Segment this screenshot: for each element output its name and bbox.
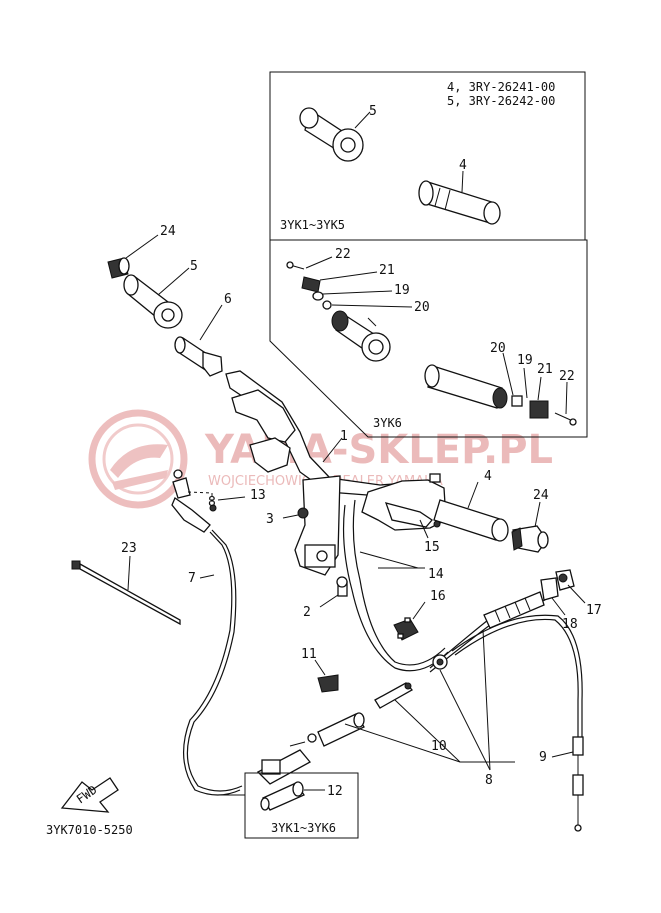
grip-4-3yk6	[424, 364, 508, 409]
callout-5-inset: 5	[369, 104, 377, 119]
callout-3: 3	[266, 512, 274, 527]
throttle-grip-6	[174, 336, 223, 377]
spring-19-a	[312, 291, 324, 301]
callout-20-b: 20	[490, 341, 506, 356]
callout-18: 18	[562, 617, 578, 632]
callout-4-main: 4	[484, 469, 492, 484]
callout-10: 10	[431, 739, 447, 754]
handlebar-1	[225, 370, 432, 576]
callout-15: 15	[424, 540, 440, 555]
inset-3yk1-3yk6: 3YK1~3YK6 12	[219, 772, 359, 839]
screw-22-a	[286, 261, 305, 270]
cable-boot-10	[256, 682, 414, 785]
callout-24-left: 24	[160, 224, 176, 239]
inset-3yk1-3yk5: 4, 3RY-26241-00 5, 3RY-26242-00 3YK1~3YK…	[269, 71, 586, 241]
callout-2: 2	[303, 605, 311, 620]
callout-9: 9	[539, 750, 547, 765]
inset-model-label: 3YK6	[373, 416, 402, 430]
callout-23: 23	[121, 541, 137, 556]
grip-4-inset	[418, 180, 501, 225]
bolt-2	[336, 576, 348, 597]
cable-boot-12	[260, 781, 305, 811]
cap-17	[555, 569, 575, 591]
grip-5-inset	[299, 107, 364, 162]
callout-8: 8	[485, 773, 493, 788]
inset-model-label: 3YK1~3YK6	[271, 821, 336, 835]
inset-3yk6: 3YK6	[269, 239, 588, 438]
callout-14: 14	[428, 567, 444, 582]
clutch-cable-8	[429, 591, 546, 673]
watermark-logo	[88, 409, 188, 509]
grip-4-main	[433, 499, 509, 542]
callout-11: 11	[301, 647, 317, 662]
callout-19-b: 19	[517, 353, 533, 368]
lever-bracket-13	[171, 469, 213, 533]
wire-harness-14	[342, 499, 449, 672]
callout-22-b: 22	[559, 369, 575, 384]
nut-3	[297, 507, 309, 519]
callout-24-right: 24	[533, 488, 549, 503]
callout-8-small: 8	[208, 495, 216, 510]
callout-16: 16	[430, 589, 446, 604]
cable-9	[451, 614, 584, 832]
callout-5-main: 5	[190, 259, 198, 274]
collar-20-a	[322, 300, 332, 310]
callout-4-inset: 4	[459, 158, 467, 173]
fwd-arrow-icon: FWD	[60, 777, 119, 813]
callout-21-a: 21	[379, 263, 395, 278]
weight-21-a	[301, 276, 321, 293]
bolt-8-small	[209, 504, 217, 512]
callout-20-a: 20	[414, 300, 430, 315]
callout-6: 6	[224, 292, 232, 307]
grip-end-24-right	[511, 525, 549, 553]
screw-22-b	[554, 412, 577, 426]
part-numbers-line-1: 4, 3RY-26241-00	[447, 80, 555, 94]
callout-7: 7	[188, 571, 196, 586]
connector-16	[393, 617, 419, 641]
grip-5-main	[123, 274, 183, 329]
callout-19-a: 19	[394, 283, 410, 298]
adjuster-18	[540, 577, 559, 601]
callout-22-a: 22	[335, 247, 351, 262]
grip-end-24-left	[107, 257, 130, 279]
inset-model-label: 3YK1~3YK5	[280, 218, 345, 232]
callout-21-b: 21	[537, 362, 553, 377]
callout-17: 17	[586, 603, 602, 618]
cable-tie-23	[71, 560, 181, 626]
callout-12: 12	[327, 784, 343, 799]
clamp-11	[317, 674, 339, 693]
diagram-code: 3YK7010-5250	[46, 823, 133, 837]
weight-21-b	[529, 400, 549, 419]
right-switch-15	[361, 473, 447, 531]
throttle-cable-7	[182, 529, 243, 796]
callout-1: 1	[340, 429, 348, 444]
collar-20-b	[511, 395, 523, 407]
callout-13: 13	[250, 488, 266, 503]
part-numbers-line-2: 5, 3RY-26242-00	[447, 94, 555, 108]
grip-5-3yk6	[331, 310, 391, 362]
